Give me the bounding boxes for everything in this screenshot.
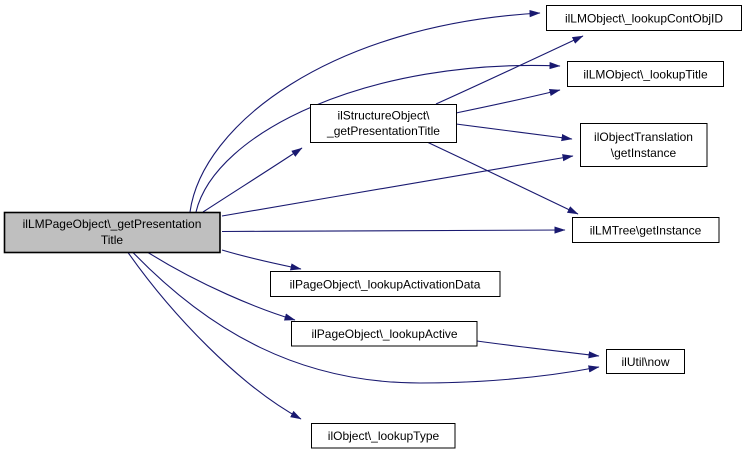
edge-structure-to-lmtree-getinstance — [426, 141, 579, 215]
edge-main-to-page-lookupactivationdata — [221, 249, 302, 271]
node-page-lookupactive-box[interactable] — [291, 321, 478, 347]
node-page-lookupactivationdata[interactable]: ilPageObject\_lookupActivationData — [270, 271, 501, 297]
node-lmtree-getinstance-label: ilLMTree\getInstance — [590, 224, 702, 238]
node-main: ilLMPageObject\_getPresentation Title — [3, 211, 221, 254]
node-lm-lookuptitle[interactable]: ilLMObject\_lookupTitle — [567, 61, 724, 87]
edge-structure-to-lm-lookuptitle — [455, 88, 561, 114]
node-page-lookupactivationdata-box[interactable] — [270, 271, 501, 297]
node-object-lookuptype-label: ilObject\_lookupType — [328, 429, 440, 443]
node-page-lookupactive-label: ilPageObject\_lookupActive — [311, 327, 457, 341]
edge-structure-to-objecttranslation-getinstance — [455, 123, 573, 142]
node-lmtree-getinstance[interactable]: ilLMTree\getInstance — [572, 217, 720, 243]
edge-main-to-structure-getpresentationtitle — [202, 147, 303, 213]
edge-main-to-object-lookuptype — [127, 252, 302, 420]
node-page-lookupactivationdata-label: ilPageObject\_lookupActivationData — [290, 278, 481, 292]
node-main-label-line1: ilLMPageObject\_getPresentation — [23, 217, 202, 231]
edge-main-to-page-lookupactive — [147, 252, 296, 321]
node-structure-getpresentationtitle[interactable]: ilStructureObject\ _getPresentationTitle — [310, 104, 457, 143]
edge-structure-to-lm-lookupcontobjid — [435, 35, 584, 105]
node-main-box — [3, 211, 221, 254]
node-objecttranslation-label-line2: \getInstance — [611, 146, 677, 160]
edge-main-to-util-now — [132, 252, 600, 384]
node-lm-lookuptitle-label: ilLMObject\_lookupTitle — [583, 68, 708, 82]
node-util-now-label: ilUtil\now — [621, 355, 669, 369]
edge-group — [127, 10, 600, 420]
node-structure-getpresentationtitle-box[interactable] — [310, 104, 457, 143]
edge-main-to-lmtree-getinstance — [221, 226, 566, 234]
edge-main-to-lm-lookupcontobjid — [189, 10, 541, 213]
node-util-now-box[interactable] — [606, 349, 685, 374]
node-objecttranslation-getinstance-box[interactable] — [580, 123, 708, 167]
node-objecttranslation-getinstance[interactable]: ilObjectTranslation \getInstance — [580, 123, 708, 167]
node-object-lookuptype[interactable]: ilObject\_lookupType — [311, 423, 456, 449]
edge-page-lookupactive-to-util-now — [476, 340, 600, 359]
node-objecttranslation-label-line1: ilObjectTranslation — [594, 130, 693, 144]
node-util-now[interactable]: ilUtil\now — [606, 349, 685, 374]
edge-main-to-objecttranslation-getinstance — [221, 154, 574, 217]
node-main-label-line2: Title — [101, 233, 124, 247]
node-lm-lookupcontobjid-box[interactable] — [546, 5, 742, 31]
node-structure-label-line2: _getPresentationTitle — [326, 124, 440, 138]
node-lmtree-getinstance-box[interactable] — [572, 217, 720, 243]
node-lm-lookupcontobjid[interactable]: ilLMObject\_lookupContObjID — [546, 5, 742, 31]
node-page-lookupactive[interactable]: ilPageObject\_lookupActive — [291, 321, 478, 347]
node-lm-lookuptitle-box[interactable] — [567, 61, 724, 87]
node-structure-label-line1: ilStructureObject\ — [337, 109, 430, 123]
node-object-lookuptype-box[interactable] — [311, 423, 456, 449]
node-lm-lookupcontobjid-label: ilLMObject\_lookupContObjID — [565, 12, 723, 26]
